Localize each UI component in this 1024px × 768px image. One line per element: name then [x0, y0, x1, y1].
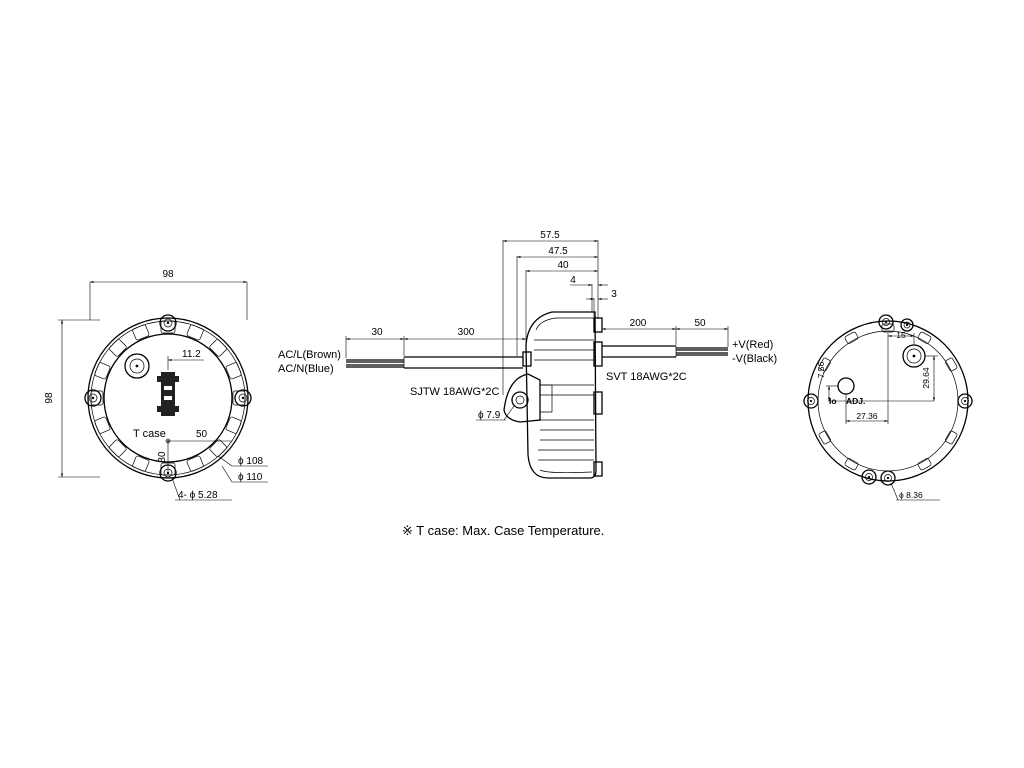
mounting-hole-top-icon — [159, 314, 177, 332]
cable-gland-icon — [124, 353, 150, 379]
io-label: Io — [829, 396, 837, 406]
mount-dia-label: ϕ 7.9 — [478, 410, 501, 421]
back-rim-lugs — [818, 323, 958, 471]
ac-cable-label: SJTW 18AWG*2C — [410, 386, 499, 398]
back-hole-right-icon — [957, 393, 973, 409]
mounting-hole-left-icon — [84, 389, 102, 407]
ear-hole-icon — [511, 391, 529, 409]
tcase-label: T case — [133, 428, 166, 440]
back-dim-2736-label: 27.36 — [856, 411, 878, 421]
depth-3-label: 40 — [557, 260, 569, 271]
adj-label: ADJ. — [846, 396, 865, 406]
footnote: ※ T case: Max. Case Temperature. — [402, 523, 604, 538]
back-outer-ring — [807, 320, 969, 482]
center-label-plate — [157, 372, 179, 416]
back-hole-left-icon — [803, 393, 819, 409]
ac-strip-label: 30 — [371, 327, 383, 338]
mounting-hole-right-icon — [234, 389, 252, 407]
dc-outlet-boss — [593, 341, 603, 367]
hole-callout-label: 4- ϕ 5.28 — [178, 490, 218, 501]
housing-fins — [534, 317, 594, 474]
front-view: 98 98 11.2 T case 50 30 ϕ 108 ϕ 110 4- ϕ… — [44, 269, 268, 501]
back-hole-bottom-right-icon — [880, 470, 896, 486]
adj-boss — [593, 391, 603, 415]
width-dim-label: 98 — [162, 269, 174, 280]
dc-strip-label: 50 — [694, 318, 706, 329]
rear-cap-bottom — [593, 461, 603, 477]
back-hole-top-right-icon — [900, 318, 914, 332]
height-dim-label: 98 — [44, 392, 55, 404]
ac-length-label: 300 — [458, 327, 475, 338]
back-dim-2964-label: 29.64 — [921, 367, 931, 389]
depth-2-label: 47.5 — [548, 246, 568, 257]
depth-5-label: 3 — [611, 289, 617, 300]
back-hole-top-left-icon — [878, 314, 894, 330]
depth-total-label: 57.5 — [540, 230, 560, 241]
offset-dim-label: 11.2 — [182, 349, 201, 360]
ac-l-label: AC/L(Brown) — [278, 349, 341, 361]
back-hole-bottom-left-icon — [861, 469, 877, 485]
v-neg-label: -V(Black) — [732, 353, 777, 365]
dc-cable-label: SVT 18AWG*2C — [606, 371, 687, 383]
mounting-ear — [503, 373, 541, 423]
outer-dia-label: ϕ 110 — [238, 472, 263, 483]
back-view: 15 29.64 7.56 27.36 Io ADJ. ϕ 8.36 — [803, 314, 973, 501]
outer-ring — [87, 317, 249, 479]
ac-gland — [522, 351, 532, 367]
dc-length-label: 200 — [630, 318, 647, 329]
rim-fins — [90, 320, 246, 476]
tcase-dim-label: 50 — [196, 429, 208, 440]
vertical-dim-label: 30 — [157, 451, 168, 463]
side-view: 57.5 47.5 40 4 3 30 300 200 50 AC/L(Brow… — [278, 230, 777, 479]
back-hole-dia-label: ϕ 8.36 — [899, 490, 923, 500]
adj-knob-icon[interactable] — [837, 377, 855, 395]
back-dim-756-label: 7.56 — [816, 361, 826, 378]
inner-dia-label: ϕ 108 — [238, 456, 264, 467]
v-pos-label: +V(Red) — [732, 339, 773, 351]
back-dim-15-label: 15 — [896, 330, 906, 340]
output-gland-icon — [902, 344, 926, 368]
ac-n-label: AC/N(Blue) — [278, 363, 334, 375]
depth-4-label: 4 — [570, 275, 576, 286]
